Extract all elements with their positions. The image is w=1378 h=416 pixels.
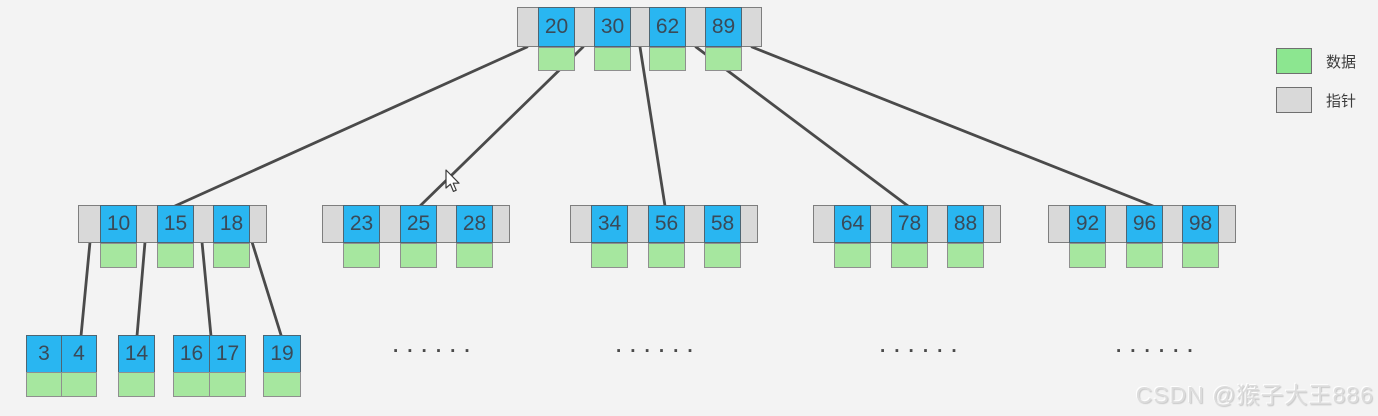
- root-key-cell: 20: [538, 7, 575, 47]
- data-cell: [400, 243, 437, 268]
- legend-item-pointer: 指针: [1275, 87, 1356, 113]
- edge-root-child4: [694, 45, 910, 208]
- ellipsis-subtree-placeholder: ......: [393, 336, 479, 357]
- legend-label-pointer: 指针: [1325, 92, 1356, 110]
- edge-root-child5: [750, 45, 1155, 208]
- data-cell: [834, 243, 871, 268]
- data-cell: [1126, 243, 1163, 268]
- edge-root-child1: [173, 45, 529, 208]
- leaf-data-cell: [118, 372, 155, 397]
- leaf-node-4: 19: [263, 335, 301, 397]
- ellipsis-subtree-placeholder: ......: [880, 336, 966, 357]
- key-cell: 18: [213, 205, 250, 243]
- root-key-cell: 62: [649, 7, 686, 47]
- edge-node1-leaf4: [250, 240, 283, 337]
- leaf-data-cell: [209, 372, 246, 397]
- key-cell: 28: [456, 205, 493, 243]
- internal-node-2: 23 25 28: [322, 205, 510, 268]
- key-cell: 23: [343, 205, 380, 243]
- data-cell: [157, 243, 194, 268]
- leaf-node-2: 14: [118, 335, 155, 397]
- leaf-key-cell: 14: [118, 335, 155, 373]
- key-cell: 92: [1069, 205, 1106, 243]
- key-cell: 34: [591, 205, 628, 243]
- data-cell: [213, 243, 250, 268]
- legend-item-data: 数据: [1275, 48, 1356, 74]
- data-cell: [947, 243, 984, 268]
- internal-node-5: 92 96 98: [1048, 205, 1236, 268]
- key-cell: 58: [704, 205, 741, 243]
- legend-label-data: 数据: [1325, 53, 1356, 71]
- internal-node-4: 64 78 88: [813, 205, 1001, 268]
- key-cell: 88: [947, 205, 984, 243]
- key-cell: 15: [157, 205, 194, 243]
- root-data-cell: [594, 47, 631, 71]
- key-cell: 10: [100, 205, 137, 243]
- edge-node1-leaf3: [200, 240, 213, 338]
- pointer-color-swatch: [1275, 87, 1312, 113]
- internal-node-1: 10 15 18: [78, 205, 267, 268]
- data-cell: [891, 243, 928, 268]
- root-data-cell: [705, 47, 742, 71]
- key-cell: 25: [400, 205, 437, 243]
- root-node: 20 30 62 89: [517, 7, 762, 71]
- internal-node-3: 34 56 58: [570, 205, 758, 268]
- watermark: CSDN @猴子大王886: [1135, 382, 1374, 408]
- data-color-swatch: [1275, 48, 1312, 74]
- key-cell: 78: [891, 205, 928, 243]
- root-key-cell: 30: [594, 7, 631, 47]
- edge-node1-leaf1: [79, 240, 92, 338]
- leaf-data-cell: [173, 372, 210, 397]
- leaf-data-cell: [61, 372, 97, 397]
- leaf-key-cell: 16: [173, 335, 210, 373]
- data-cell: [591, 243, 628, 268]
- legend: 数据 指针: [1275, 48, 1356, 126]
- leaf-node-1: 3 4: [26, 335, 97, 397]
- leaf-key-cell: 19: [263, 335, 301, 373]
- root-data-cell: [649, 47, 686, 71]
- data-cell: [456, 243, 493, 268]
- key-cell: 96: [1126, 205, 1163, 243]
- edge-root-child3: [638, 45, 667, 208]
- leaf-data-cell: [263, 372, 301, 397]
- ellipsis-subtree-placeholder: ......: [1116, 336, 1202, 357]
- data-cell: [1182, 243, 1219, 268]
- data-cell: [100, 243, 137, 268]
- leaf-key-cell: 17: [209, 335, 246, 373]
- root-data-cell: [538, 47, 575, 71]
- edge-node1-leaf2: [135, 240, 147, 338]
- leaf-key-cell: 4: [61, 335, 97, 373]
- ellipsis-subtree-placeholder: ......: [616, 336, 702, 357]
- leaf-key-cell: 3: [26, 335, 62, 373]
- root-key-cell: 89: [705, 7, 742, 47]
- data-cell: [1069, 243, 1106, 268]
- key-cell: 56: [648, 205, 685, 243]
- leaf-node-3: 16 17: [173, 335, 246, 397]
- key-cell: 98: [1182, 205, 1219, 243]
- key-cell: 64: [834, 205, 871, 243]
- data-cell: [648, 243, 685, 268]
- data-cell: [704, 243, 741, 268]
- data-cell: [343, 243, 380, 268]
- mouse-cursor: [445, 169, 460, 192]
- leaf-data-cell: [26, 372, 62, 397]
